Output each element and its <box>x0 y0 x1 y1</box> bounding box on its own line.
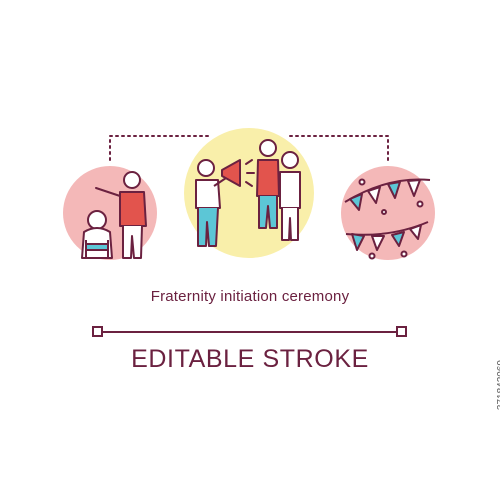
side-id: 371842069 <box>496 360 500 411</box>
party-bunting-icon <box>341 166 435 260</box>
bullying-scene-icon <box>63 166 157 260</box>
divider-line <box>92 326 407 337</box>
megaphone-speech-icon <box>184 128 314 258</box>
dotted-connector-right <box>289 135 389 161</box>
dotted-connector-left <box>109 135 213 161</box>
caption: Fraternity initiation ceremony <box>150 288 350 305</box>
headline: EDITABLE STROKE <box>131 345 369 373</box>
